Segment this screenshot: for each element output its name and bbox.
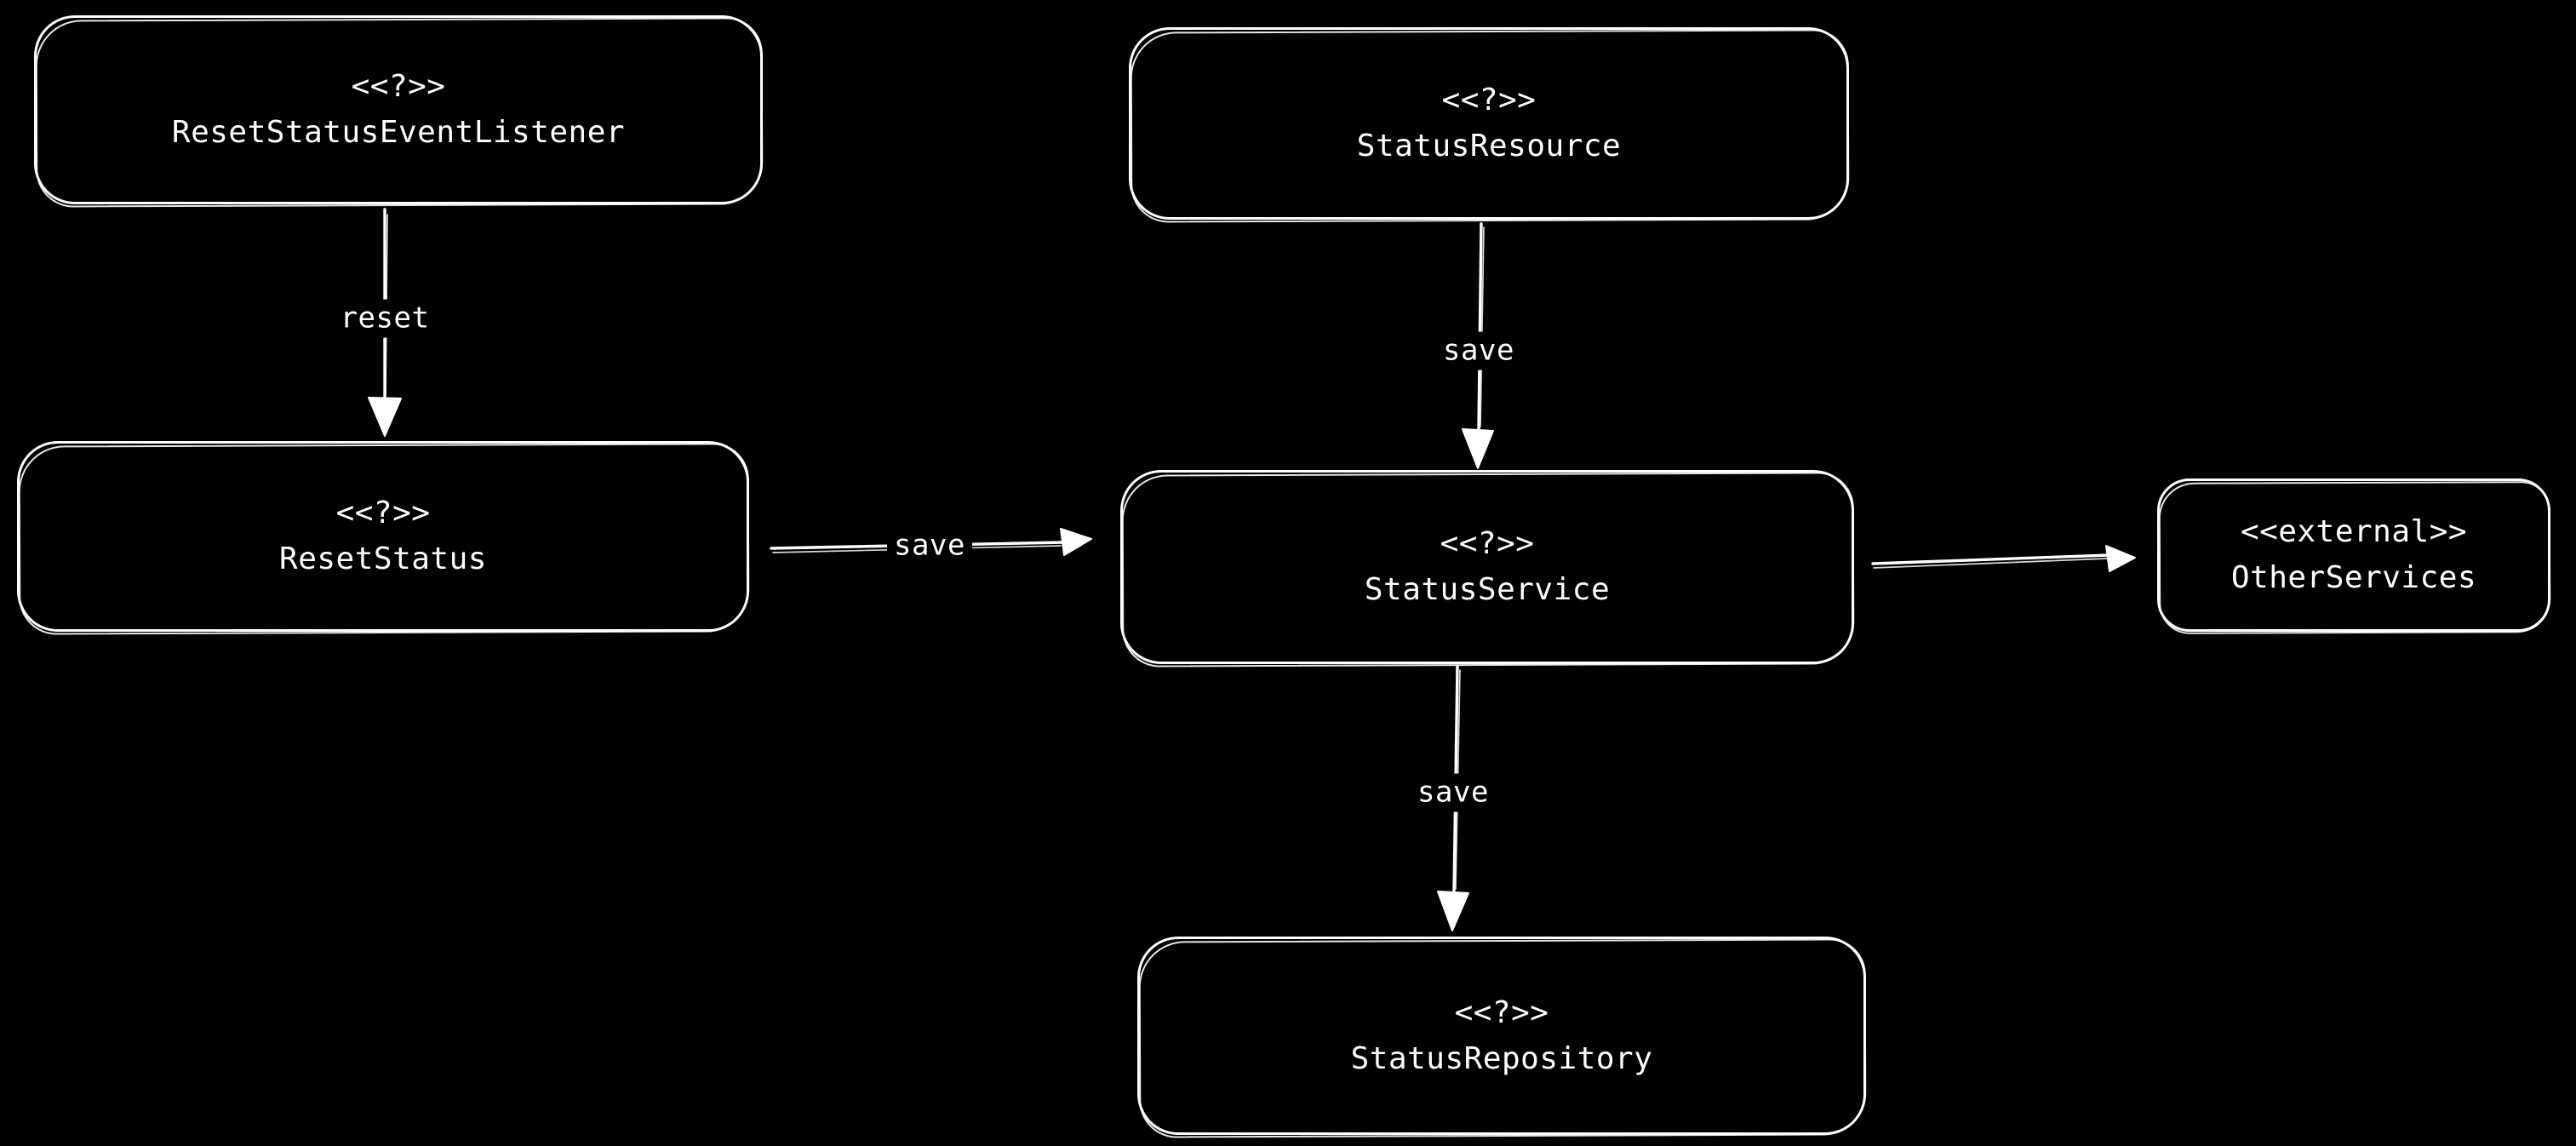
- edge-save-resource-to-service[interactable]: [1462, 222, 1494, 469]
- node-stereotype: <<?>>: [1441, 83, 1537, 117]
- edge-service-to-otherservices[interactable]: [1871, 545, 2136, 572]
- node-status-service[interactable]: <<?>> StatusService: [1120, 470, 1854, 664]
- node-stereotype: <<?>>: [335, 496, 431, 530]
- edge-label-save[interactable]: save: [887, 526, 972, 565]
- node-status-repository[interactable]: <<?>> StatusRepository: [1137, 937, 1866, 1135]
- arrowhead-down-icon: [368, 397, 402, 437]
- arrowhead-down-icon: [1462, 428, 1494, 469]
- edge-line: [1871, 553, 2111, 565]
- arrowhead-right-icon: [2105, 545, 2136, 572]
- node-name: StatusRepository: [1350, 1040, 1653, 1076]
- edge-label-save[interactable]: save: [1411, 773, 1496, 812]
- node-other-services[interactable]: <<external>> OtherServices: [2157, 478, 2550, 632]
- node-name: StatusResource: [1356, 129, 1622, 163]
- edge-line-sketch: [1873, 558, 2109, 569]
- edge-line-sketch: [1480, 226, 1485, 427]
- node-name: ResetStatus: [279, 541, 487, 576]
- edge-line: [1477, 222, 1483, 430]
- edge-label-reset[interactable]: reset: [333, 299, 437, 338]
- node-reset-status[interactable]: <<?>> ResetStatus: [17, 441, 749, 632]
- node-name: StatusService: [1364, 572, 1611, 607]
- node-name: ResetStatusEventListener: [171, 115, 626, 150]
- node-status-resource[interactable]: <<?>> StatusResource: [1129, 27, 1849, 220]
- arrowhead-right-icon: [1060, 528, 1092, 556]
- node-name: OtherServices: [2230, 560, 2477, 595]
- node-stereotype: <<?>>: [1440, 526, 1535, 561]
- node-stereotype: <<external>>: [2240, 514, 2468, 549]
- node-stereotype: <<?>>: [1454, 994, 1549, 1030]
- edge-label-save[interactable]: save: [1436, 331, 1521, 370]
- node-reset-status-event-listener[interactable]: <<?>> ResetStatusEventListener: [34, 15, 763, 204]
- arrowhead-down-icon: [1437, 891, 1469, 931]
- node-stereotype: <<?>>: [351, 69, 446, 104]
